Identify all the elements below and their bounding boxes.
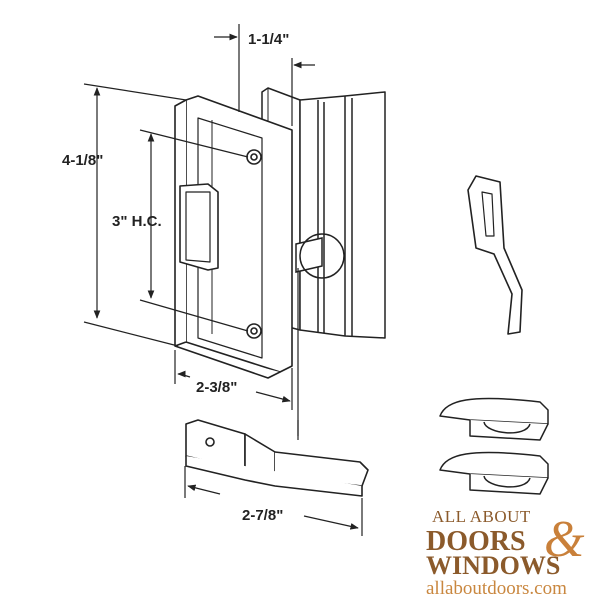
strike-plate bbox=[185, 419, 369, 497]
dimension-body-width-label: 2-3/8" bbox=[196, 379, 237, 396]
brand-watermark: ALL ABOUT & DOORS WINDOWS allaboutdoors.… bbox=[426, 507, 585, 599]
dimension-lines bbox=[83, 24, 363, 536]
dimension-strike-width-label: 2-7/8" bbox=[242, 507, 283, 524]
watermark-line2: DOORS bbox=[426, 526, 526, 557]
dimension-width-label: 1-1/4" bbox=[248, 31, 289, 48]
rubber-insert-2 bbox=[439, 451, 549, 495]
spring-clip bbox=[467, 175, 523, 335]
dimension-hole-center-label: 3" H.C. bbox=[112, 213, 162, 230]
watermark-url: allaboutdoors.com bbox=[426, 578, 567, 599]
watermark-ampersand: & bbox=[544, 511, 585, 568]
rubber-insert-1 bbox=[439, 397, 549, 441]
watermark-line3: WINDOWS bbox=[426, 551, 560, 580]
watermark-line1: ALL ABOUT bbox=[432, 507, 531, 526]
latch-body bbox=[174, 95, 293, 379]
latch-hook bbox=[295, 233, 345, 279]
dimension-height-label: 4-1/8" bbox=[62, 152, 103, 169]
